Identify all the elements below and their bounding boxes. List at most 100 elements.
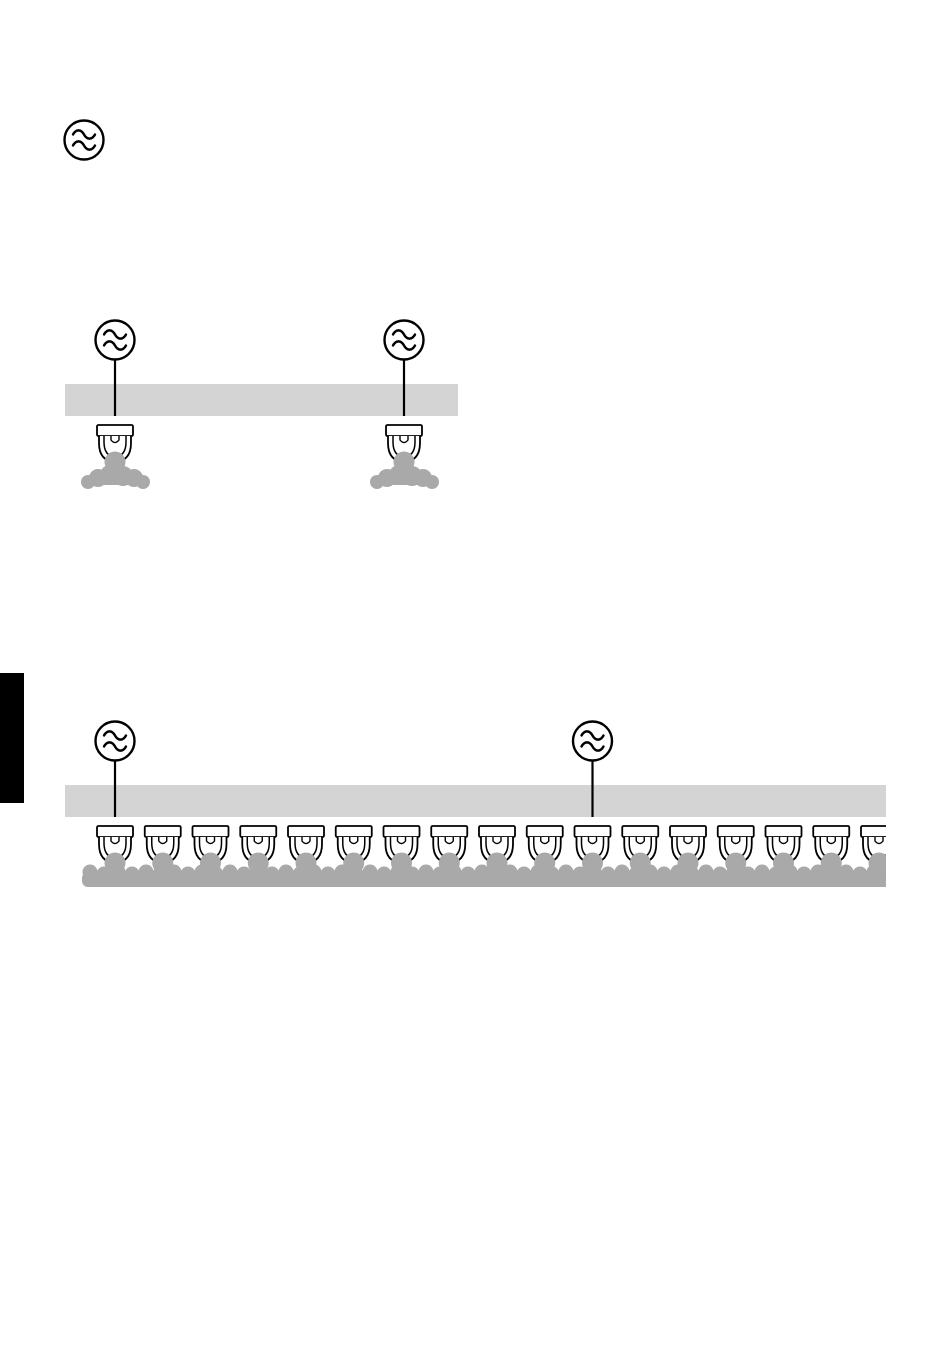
emitter-unit [386, 425, 422, 473]
emitter-nub [541, 837, 549, 844]
mist-drop [343, 853, 364, 874]
mist-puff [223, 865, 238, 880]
mist-drop [534, 853, 555, 874]
emitter-housing [766, 826, 802, 837]
symbol-ring [573, 722, 612, 761]
mist-puff [461, 867, 476, 882]
mist-cloud [81, 465, 150, 489]
emitter-housing [384, 826, 420, 837]
mist-puff [755, 865, 770, 880]
emitter-housing [97, 826, 133, 837]
emitter-housing [336, 826, 372, 837]
emitter-housing [386, 425, 422, 436]
emitter-housing [145, 826, 181, 837]
mist-puff [377, 867, 392, 882]
emitter-housing [97, 425, 133, 436]
emitter-nub [875, 837, 883, 844]
mist-drop [248, 853, 269, 874]
emitter-housing [288, 826, 324, 837]
mist-drop [200, 853, 221, 874]
mist-puff [797, 867, 812, 882]
emitter-group [81, 425, 439, 489]
emitter-nub [302, 837, 310, 844]
emitter-housing [431, 826, 467, 837]
ac-sine-wave-icon [96, 722, 135, 761]
emitter-nub [400, 436, 408, 443]
mounting-track [65, 384, 458, 416]
emitter-nub [493, 837, 501, 844]
mist-drop [439, 853, 460, 874]
emitter-nub [445, 837, 453, 844]
emitter-unit [527, 826, 563, 874]
emitter-unit [431, 826, 467, 874]
emitter-housing [622, 826, 658, 837]
mist-puff [853, 867, 868, 882]
symbol-ring [96, 722, 135, 761]
mist-puff [699, 865, 714, 880]
emitter-group [97, 826, 897, 874]
mist-base [82, 478, 148, 485]
emitter-nub [159, 837, 167, 844]
sparse-installation-diagram [65, 321, 458, 490]
mist-puff [139, 865, 154, 880]
emitter-housing [193, 826, 229, 837]
emitter-nub [207, 837, 215, 844]
symbol-ring [65, 121, 104, 160]
emitter-nub [398, 837, 406, 844]
mist-drop [582, 853, 603, 874]
mist-drop [296, 853, 317, 874]
mist-drop [152, 853, 173, 874]
mist-puff [419, 865, 434, 880]
mist-puff [125, 867, 140, 882]
emitter-unit [718, 826, 754, 874]
ac-sine-wave-icon [65, 121, 104, 160]
mist-puff [615, 865, 630, 880]
mist-base [371, 478, 437, 485]
ac-sine-wave-icon [573, 722, 612, 761]
emitter-nub [254, 837, 262, 844]
mist-puff [363, 865, 378, 880]
emitter-housing [479, 826, 515, 837]
ac-sine-wave-icon [65, 121, 104, 160]
mist-puff [237, 867, 252, 882]
mist-drop [391, 853, 412, 874]
mist-drop [869, 853, 890, 874]
emitter-housing [813, 826, 849, 837]
emitter-housing [575, 826, 611, 837]
emitter-unit [575, 826, 611, 874]
emitter-unit [97, 826, 133, 874]
emitter-housing [670, 826, 706, 837]
emitter-nub [732, 837, 740, 844]
symbol-ring [96, 321, 135, 360]
emitter-nub [780, 837, 788, 844]
mist-drop [630, 853, 651, 874]
ac-sine-wave-icon [96, 321, 135, 360]
edge-tab [0, 673, 24, 803]
emitter-unit [384, 826, 420, 874]
mist-puff [181, 867, 196, 882]
emitter-nub [350, 837, 358, 844]
mist-puff [559, 865, 574, 880]
mist-drop [105, 853, 126, 874]
emitter-nub [111, 436, 119, 443]
mist-puff [83, 865, 98, 880]
emitter-housing [861, 826, 897, 837]
ac-sine-wave-icon [385, 321, 424, 360]
emitter-unit [97, 425, 133, 473]
emitter-nub [684, 837, 692, 844]
mist-puff [517, 867, 532, 882]
mist-puff [279, 865, 294, 880]
emitter-nub [827, 837, 835, 844]
mist-puff [713, 867, 728, 882]
mist-drop [487, 853, 508, 874]
emitter-nub [636, 837, 644, 844]
mist-puff [657, 867, 672, 882]
mounting-track [65, 785, 886, 817]
mist-drop [725, 853, 746, 874]
mist-drop [773, 853, 794, 874]
mist-cloud [370, 465, 439, 489]
emitter-housing [527, 826, 563, 837]
emitter-unit [861, 826, 897, 874]
emitter-unit [766, 826, 802, 874]
mist-puff [601, 867, 616, 882]
